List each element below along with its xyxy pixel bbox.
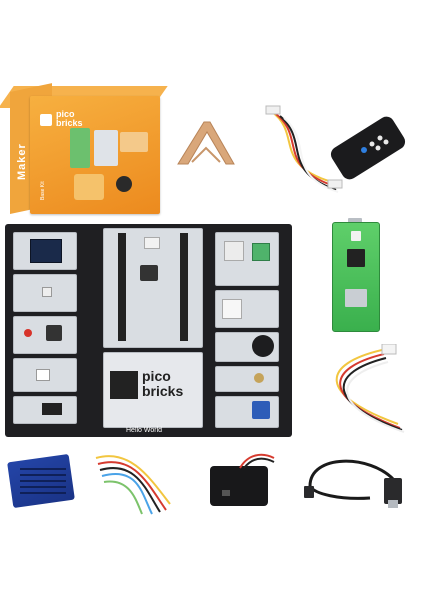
box-logo-icon — [40, 114, 52, 126]
battery-switch — [222, 490, 230, 496]
wire-green — [103, 480, 143, 515]
wire-red — [97, 461, 167, 511]
cable-white — [283, 117, 339, 193]
pico-socket-module — [103, 228, 203, 348]
remote-button — [377, 135, 383, 141]
stand-frame — [177, 121, 235, 165]
usb-cable-wire — [308, 485, 371, 500]
battery-wire-black — [243, 457, 275, 469]
proto-label: pico bricks — [142, 369, 183, 399]
usb-a-plug — [384, 478, 402, 504]
wire-connector — [381, 344, 397, 355]
dht-module — [215, 290, 279, 328]
buzzer — [252, 335, 274, 357]
inductor — [140, 265, 158, 281]
rgb-led-module — [13, 274, 77, 312]
wire-blue — [101, 473, 153, 515]
pico-bricks-board: pico bricks — [5, 224, 292, 437]
relay-module — [13, 358, 77, 392]
box-photo-parts — [120, 132, 148, 152]
box-photo-pico — [70, 128, 90, 168]
bootsel-button — [351, 231, 361, 241]
sensor-housing — [222, 299, 242, 319]
board-caption: Hello World — [126, 427, 163, 434]
cable-red — [275, 113, 335, 187]
proto-logo-icon — [110, 371, 138, 399]
power-jack — [144, 237, 160, 249]
buzzer-module — [215, 332, 279, 362]
oled-module — [13, 232, 77, 270]
jumper-wires-right — [335, 344, 405, 433]
battery-wire-red — [239, 453, 275, 469]
wire-white — [346, 361, 405, 433]
remote-button — [375, 145, 381, 151]
jumper-wires-bottom — [95, 455, 171, 515]
motor-module — [215, 232, 279, 286]
breadboard-holes — [20, 468, 66, 494]
cable-connector — [265, 105, 281, 115]
cable-yellow — [271, 111, 333, 183]
motor-driver-module — [13, 396, 77, 424]
potentiometer-module — [215, 396, 279, 428]
box-photo-bag — [74, 174, 104, 200]
box-brand-line2: bricks — [56, 118, 83, 128]
box-brand: pico bricks — [56, 110, 83, 128]
box-photo-cable — [116, 176, 132, 192]
box-brand-line1: pico — [56, 109, 75, 119]
wooden-stand — [177, 121, 235, 165]
wire-yellow — [95, 455, 171, 505]
button-led-module — [13, 316, 77, 354]
usb-cable-wire — [308, 459, 396, 487]
wire-black — [99, 467, 161, 513]
connector — [224, 241, 244, 261]
oled-screen — [30, 239, 62, 263]
rp2040-chip — [347, 249, 365, 267]
rgb-led — [42, 287, 52, 297]
usb-cable — [304, 459, 402, 508]
battery-holder — [210, 466, 268, 506]
wire-red — [339, 353, 401, 429]
micro-usb-plug — [304, 486, 314, 498]
box-photo-board — [94, 130, 118, 166]
header-left — [118, 233, 126, 341]
wifi-module — [345, 289, 367, 307]
remote-button — [369, 141, 375, 147]
usb-a-tip — [388, 500, 398, 508]
box-kit-text: Base Kit — [40, 181, 46, 200]
proto-label-line1: pico — [142, 368, 171, 384]
ldr — [254, 373, 264, 383]
cable-connector — [327, 179, 343, 189]
light-sensor-module — [215, 366, 279, 392]
wire-yellow — [335, 349, 399, 425]
remote-buttons — [361, 135, 389, 153]
stand-brace — [191, 146, 221, 163]
battery-wires — [239, 453, 275, 469]
relay — [36, 369, 50, 381]
green-terminal — [252, 243, 270, 261]
cable-black — [279, 115, 337, 191]
remote-button — [383, 139, 389, 145]
box-side-text: Maker — [16, 143, 28, 180]
motor-driver-chip — [42, 403, 62, 415]
protoboard-area: pico bricks — [103, 352, 203, 428]
wire-black — [342, 357, 403, 431]
raspberry-pi-pico-w — [332, 222, 380, 332]
red-led — [24, 329, 32, 337]
proto-label-line2: bricks — [142, 383, 184, 399]
cable-bundle-top — [265, 105, 343, 193]
push-button — [46, 325, 62, 341]
potentiometer — [252, 401, 270, 419]
remote-button-blue — [361, 147, 367, 153]
box-product-photos — [70, 128, 148, 200]
header-right — [180, 233, 188, 341]
